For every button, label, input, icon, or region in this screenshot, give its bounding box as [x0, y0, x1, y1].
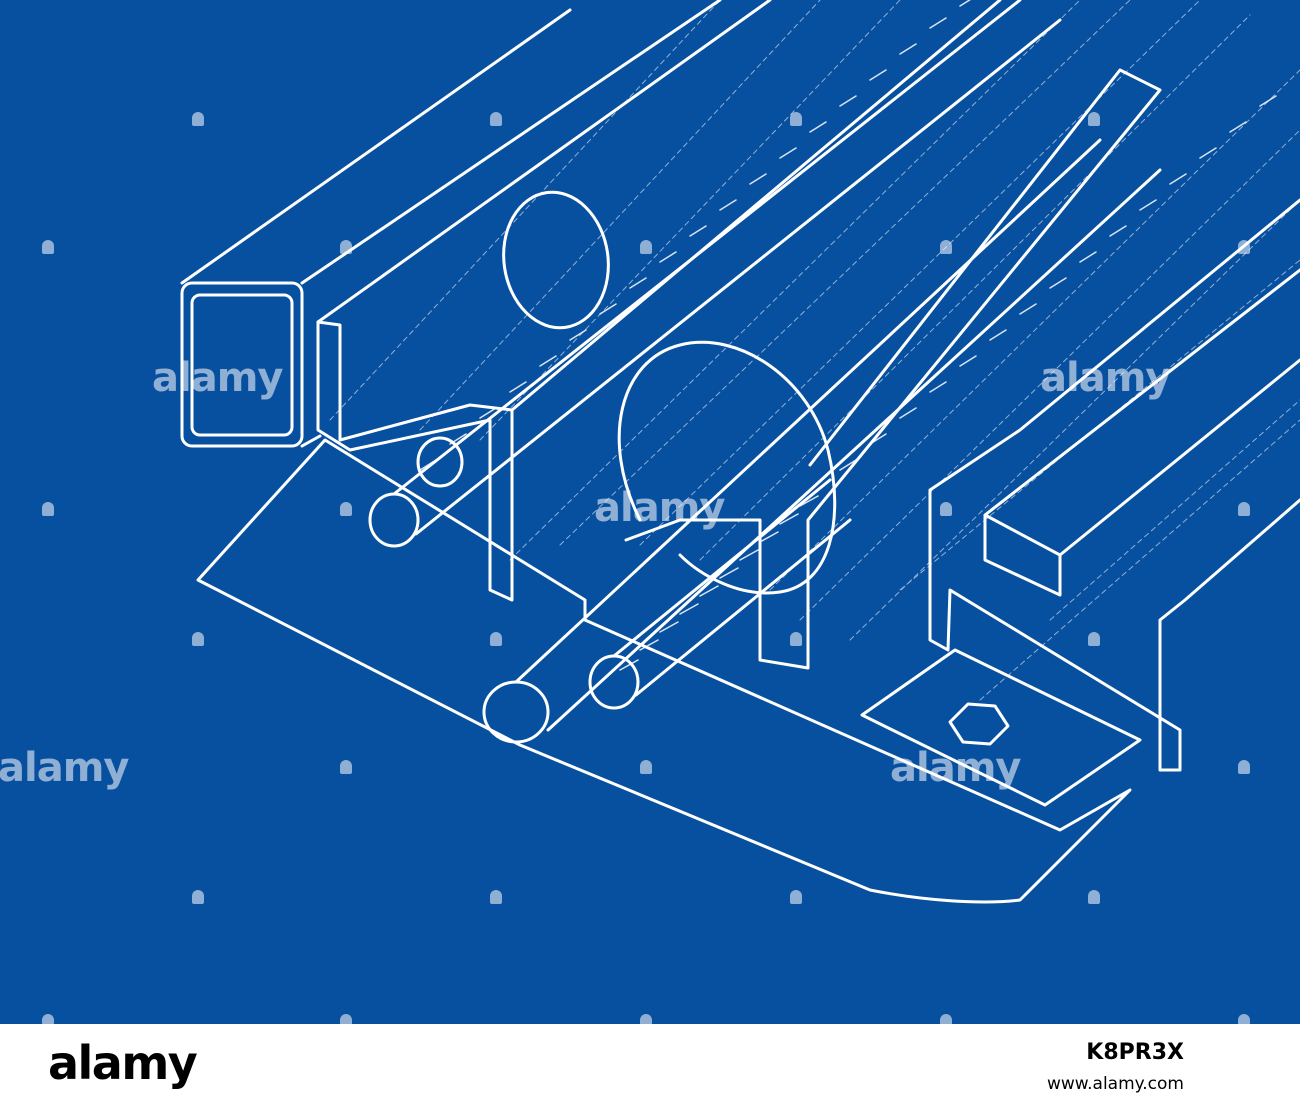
- watermark-mark: [640, 1014, 652, 1024]
- square-tube-face: [180, 281, 304, 448]
- watermark-text: alamy: [890, 745, 1021, 791]
- blueprint-illustration: alamy alamy alamy alamy alamy: [0, 0, 1300, 1024]
- rebar-ribs: [419, 0, 1277, 671]
- watermark-mark: [490, 112, 502, 126]
- watermark-mark: [1088, 112, 1100, 126]
- watermark-mark: [192, 632, 204, 646]
- flat-plate: [860, 648, 1142, 807]
- square-tube-inner: [190, 293, 294, 437]
- hidden-lines: [329, 0, 1300, 701]
- watermark-mark: [790, 112, 802, 126]
- watermark-text: alamy: [0, 745, 129, 791]
- watermark-mark: [1238, 1014, 1250, 1024]
- watermark-mark: [340, 240, 352, 254]
- watermark-mark: [340, 502, 352, 516]
- watermark-mark: [640, 240, 652, 254]
- pipe-front: [617, 340, 837, 595]
- image-id: K8PR3X: [1086, 1040, 1184, 1065]
- solid-outlines: [180, 0, 1300, 904]
- watermark-mark: [1088, 890, 1100, 904]
- watermark-mark: [490, 632, 502, 646]
- steel-profiles-drawing: [180, 0, 1300, 904]
- rect-bar: [983, 268, 1300, 597]
- channel-left: [316, 320, 514, 602]
- rebar-left-end-2: [416, 436, 464, 488]
- watermark-mark: [490, 890, 502, 904]
- watermark-mark: [940, 502, 952, 516]
- watermark-mark: [340, 760, 352, 774]
- watermark-mark: [940, 240, 952, 254]
- watermark-mark: [192, 112, 204, 126]
- watermark-mark: [42, 502, 54, 516]
- stock-footer: alamy K8PR3X www.alamy.com: [0, 1024, 1300, 1114]
- watermark-mark: [42, 1014, 54, 1024]
- watermark-mark: [192, 890, 204, 904]
- watermark-mark: [42, 240, 54, 254]
- base-plate: [196, 438, 1132, 904]
- i-beam: [928, 198, 1300, 772]
- watermark-text: alamy: [152, 355, 283, 401]
- watermark-text: alamy: [1040, 355, 1171, 401]
- round-bar: [482, 680, 550, 744]
- watermark-mark: [1238, 760, 1250, 774]
- watermark-mark: [340, 1014, 352, 1024]
- watermark-mark: [940, 1014, 952, 1024]
- rebar-left-end: [368, 492, 420, 548]
- watermark-mark: [1238, 502, 1250, 516]
- watermark-mark: [790, 632, 802, 646]
- watermark-mark: [1238, 240, 1250, 254]
- watermark-mark: [790, 890, 802, 904]
- hex-bar: [948, 702, 1010, 746]
- angle-center: [624, 68, 1162, 670]
- watermark-mark: [640, 760, 652, 774]
- watermark-mark: [1088, 632, 1100, 646]
- alamy-logo[interactable]: alamy: [48, 1036, 198, 1090]
- pipe-back: [502, 190, 610, 330]
- site-url[interactable]: www.alamy.com: [1046, 1074, 1184, 1094]
- watermark-text: alamy: [594, 485, 725, 531]
